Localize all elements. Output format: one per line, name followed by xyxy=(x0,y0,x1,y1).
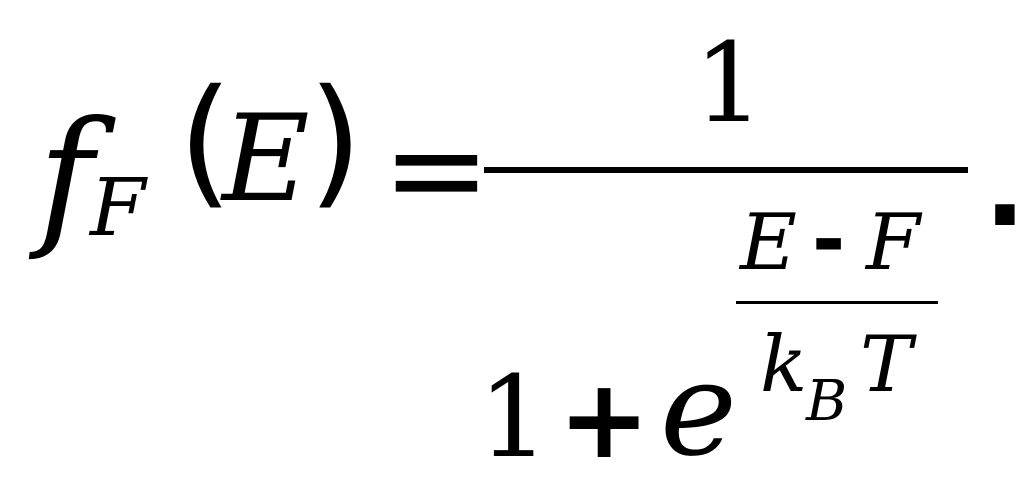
exponent-denominator-t: T xyxy=(860,320,913,410)
fraction-numerator: 1 xyxy=(694,19,764,147)
exponential-base-e: e xyxy=(660,333,737,485)
exponent-denominator-k: k xyxy=(760,320,808,410)
exponent-fraction-bar xyxy=(736,301,938,304)
exponent-numerator-e: E xyxy=(740,198,797,288)
function-symbol-f: f xyxy=(38,90,94,264)
plus-sign: + xyxy=(558,355,651,483)
exponent-minus-sign: - xyxy=(812,193,846,286)
trailing-period: . xyxy=(984,123,1024,251)
close-parenthesis: ) xyxy=(308,60,363,223)
function-subscript-f: F xyxy=(90,161,146,254)
exponent-numerator-f: F xyxy=(866,198,921,288)
equals-sign: = xyxy=(382,93,491,245)
open-parenthesis: ( xyxy=(178,60,233,223)
exponent-denominator-subscript-b: B xyxy=(806,369,848,434)
main-fraction-bar xyxy=(484,167,968,173)
argument-e: E xyxy=(222,90,310,229)
denominator-one: 1 xyxy=(478,353,550,483)
